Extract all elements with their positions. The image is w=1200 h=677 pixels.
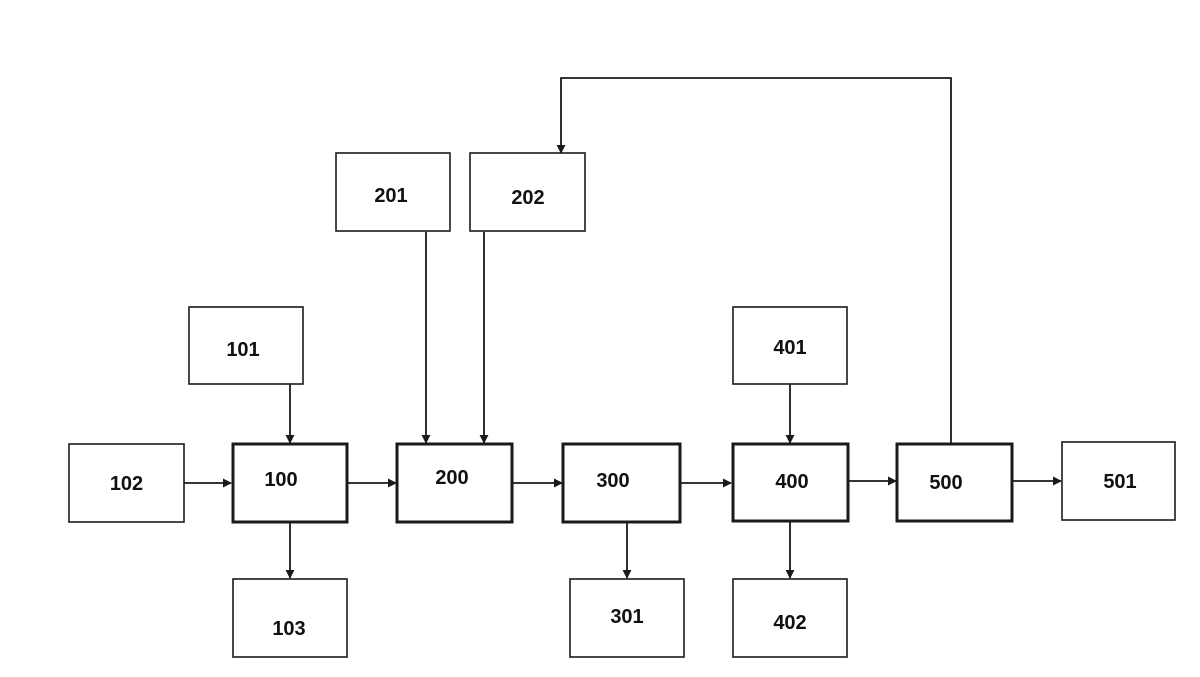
node-501: 501 [1061, 441, 1176, 521]
node-300-label: 300 [596, 470, 629, 492]
node-100: 100 [231, 442, 349, 524]
node-401: 401 [732, 306, 848, 385]
node-500-label: 500 [929, 472, 962, 494]
node-301: 301 [569, 578, 685, 658]
node-103: 103 [232, 578, 348, 658]
node-400-label: 400 [775, 471, 808, 493]
edge-500-202-feedback [556, 77, 952, 443]
node-101-label: 101 [226, 339, 259, 361]
node-200-label: 200 [435, 467, 468, 489]
node-202: 202 [469, 152, 586, 232]
connectors [184, 77, 1062, 579]
node-202-label: 202 [511, 187, 544, 209]
node-201-label: 201 [374, 185, 407, 207]
node-101: 101 [188, 306, 304, 385]
node-201: 201 [335, 152, 451, 232]
node-301-label: 301 [610, 606, 643, 628]
node-402: 402 [732, 578, 848, 658]
node-401-label: 401 [773, 337, 806, 359]
node-300: 300 [561, 442, 682, 524]
node-200: 200 [395, 442, 514, 524]
node-402-label: 402 [773, 612, 806, 634]
node-100-label: 100 [264, 469, 297, 491]
node-500: 500 [895, 442, 1014, 523]
node-102: 102 [68, 443, 185, 523]
node-103-label: 103 [272, 618, 305, 640]
node-400: 400 [731, 442, 850, 523]
node-501-label: 501 [1103, 471, 1136, 493]
node-102-label: 102 [110, 473, 143, 495]
